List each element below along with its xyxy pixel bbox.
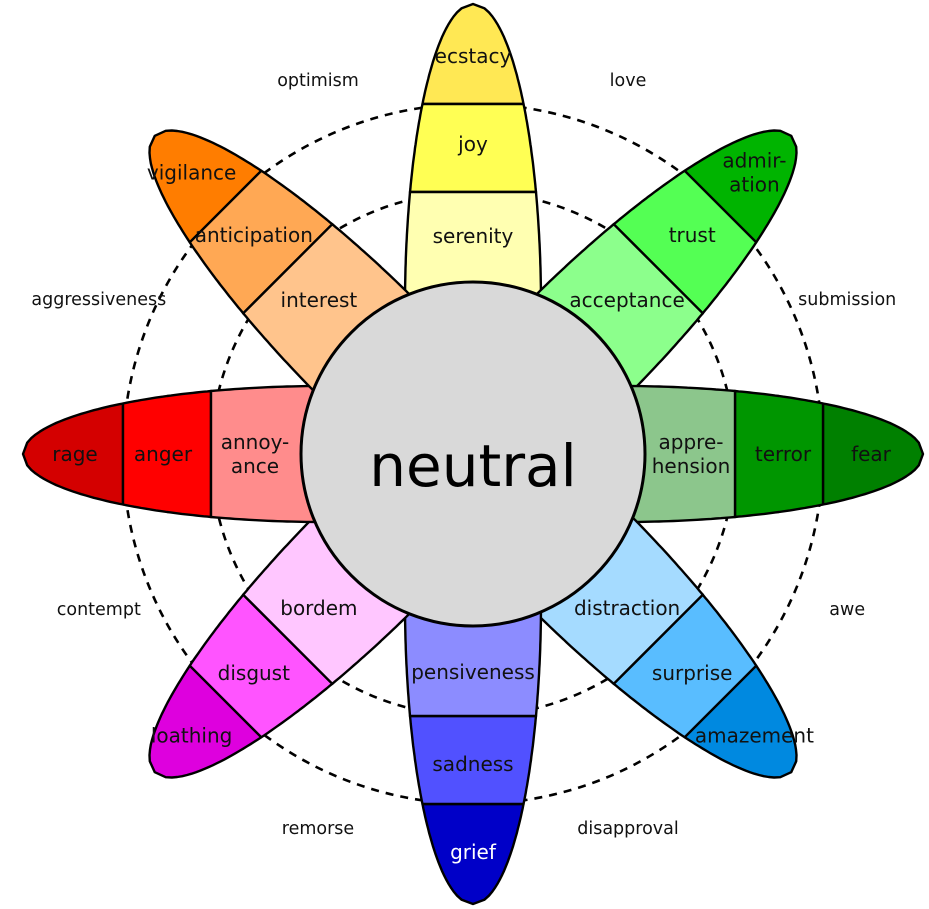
emotion-label: acceptance [569, 288, 684, 312]
emotion-label: admir-ation [722, 149, 786, 197]
dyad-label-aggressiveness: aggressiveness [31, 290, 166, 310]
emotion-label: sadness [432, 752, 513, 776]
emotion-label: trust [669, 223, 716, 247]
dyad-label-contempt: contempt [57, 600, 141, 620]
petal-joy: ecstacy joy serenity [403, 2, 543, 308]
petal-disgust: loathing disgust bordem [148, 509, 418, 779]
emotion-label: annoy-ance [221, 430, 290, 478]
petal-fear: fear terror appre-hension [619, 384, 925, 524]
emotion-label: disgust [218, 661, 290, 685]
petal-sadness: grief sadness pensiveness [403, 600, 543, 906]
emotion-label: distraction [574, 596, 680, 620]
dyad-label-optimism: optimism [277, 71, 359, 91]
petal-anger: rage anger annoy-ance [21, 384, 327, 524]
dyad-label-remorse: remorse [282, 819, 354, 839]
emotion-label: rage [52, 442, 97, 466]
emotion-label: anger [134, 442, 193, 466]
petal-surprise: amazement surprise distraction [528, 509, 814, 779]
emotion-label: loathing [151, 723, 233, 747]
emotion-label: ecstacy [435, 44, 512, 68]
emotion-label: appre-hension [652, 430, 731, 478]
dyad-label-awe: awe [829, 600, 865, 620]
emotion-label: anticipation [195, 223, 313, 247]
emotion-label: joy [457, 132, 488, 156]
emotion-label: pensiveness [411, 660, 535, 684]
neutral-center [299, 280, 647, 628]
emotion-label: serenity [433, 224, 514, 248]
emotion-label: amazement [695, 723, 814, 747]
emotion-label: vigilance [147, 161, 236, 185]
petal-anticipation: vigilance anticipation interest [147, 129, 418, 399]
emotion-label: interest [281, 288, 358, 312]
dyad-label-submission: submission [798, 290, 896, 310]
emotion-label: fear [851, 442, 892, 466]
emotion-label: surprise [652, 661, 733, 685]
dyad-label-love: love [610, 71, 647, 91]
emotion-label: terror [755, 442, 812, 466]
emotion-label: bordem [280, 596, 357, 620]
center-label: neutral [369, 432, 576, 500]
dyad-label-disapproval: disapproval [577, 819, 679, 839]
emotion-label: grief [450, 840, 497, 864]
dyad-labels: love submission awe disapproval remorse conte… [31, 71, 896, 839]
petals: ecstacy joy serenity admir-ation trust accept… [21, 2, 925, 906]
